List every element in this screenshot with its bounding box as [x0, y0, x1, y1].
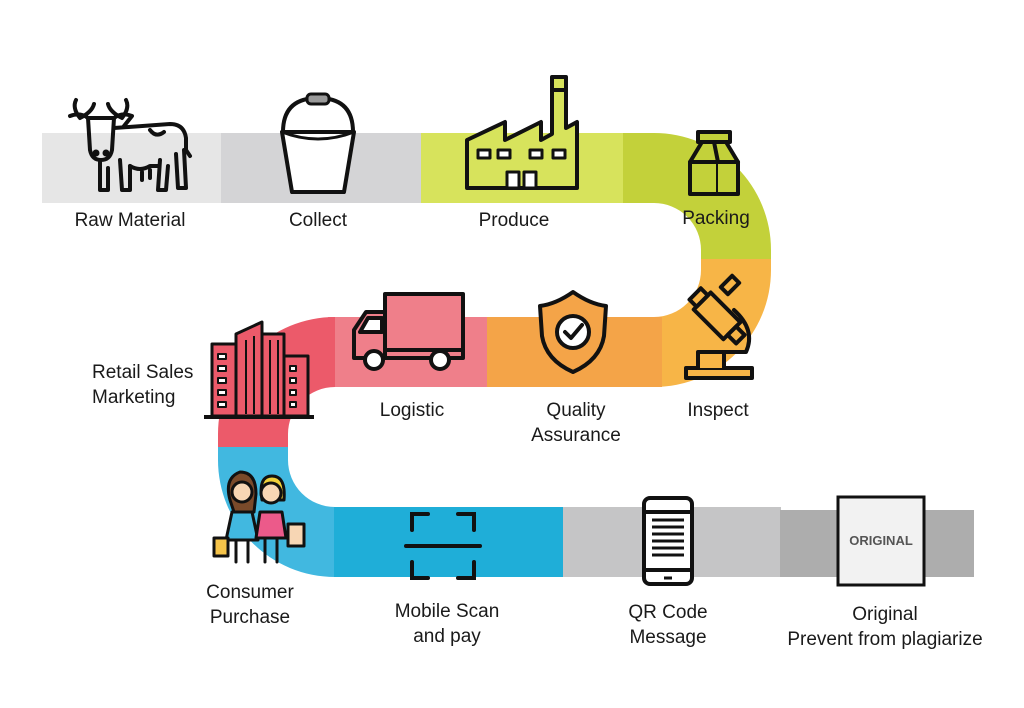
label-quality-line1: Quality	[546, 400, 606, 421]
scan-frame-icon	[404, 512, 482, 580]
label-consumer-line2: Purchase	[209, 607, 291, 628]
label-consumer: Consumer Purchase	[194, 580, 306, 630]
truck-icon	[352, 292, 465, 371]
original-stamp-text: ORIGINAL	[849, 533, 913, 548]
road-segment-mobile-scan	[334, 507, 564, 577]
label-qr-code: QR Code Message	[612, 600, 724, 650]
buildings-icon	[204, 320, 314, 419]
label-raw-material: Raw Material	[74, 210, 186, 231]
bucket-icon	[280, 92, 356, 194]
label-mobile-scan: Mobile Scan and pay	[386, 599, 508, 649]
label-original-line2: Prevent from plagiarize	[787, 629, 983, 650]
cow-icon	[68, 98, 192, 192]
label-consumer-line1: Consumer	[206, 582, 294, 603]
microscope-icon	[684, 273, 754, 380]
label-original-line1: Original	[852, 604, 918, 625]
label-mobile-scan-line1: Mobile Scan	[394, 601, 500, 622]
original-stamp-icon: ORIGINAL	[836, 495, 926, 587]
factory-icon	[465, 75, 579, 190]
shield-check-icon	[538, 290, 608, 374]
label-quality-assurance: Quality Assurance	[518, 398, 634, 448]
label-retail-line1: Retail Sales	[92, 362, 194, 383]
road	[42, 133, 974, 577]
label-collect: Collect	[288, 210, 348, 231]
label-original: Original Prevent from plagiarize	[774, 602, 996, 652]
label-inspect: Inspect	[687, 400, 749, 421]
label-packing: Packing	[682, 208, 750, 229]
label-qr-code-line1: QR Code	[628, 602, 708, 623]
label-qr-code-line2: Message	[629, 627, 707, 648]
label-mobile-scan-line2: and pay	[413, 626, 481, 647]
label-quality-line2: Assurance	[531, 425, 621, 446]
label-produce: Produce	[478, 210, 550, 231]
label-logistic: Logistic	[379, 400, 445, 421]
shoppers-icon	[212, 470, 306, 564]
milk-carton-icon	[688, 130, 740, 196]
smartphone-icon	[642, 496, 694, 586]
label-retail: Retail Sales Marketing	[92, 360, 212, 410]
label-retail-line2: Marketing	[92, 387, 176, 408]
